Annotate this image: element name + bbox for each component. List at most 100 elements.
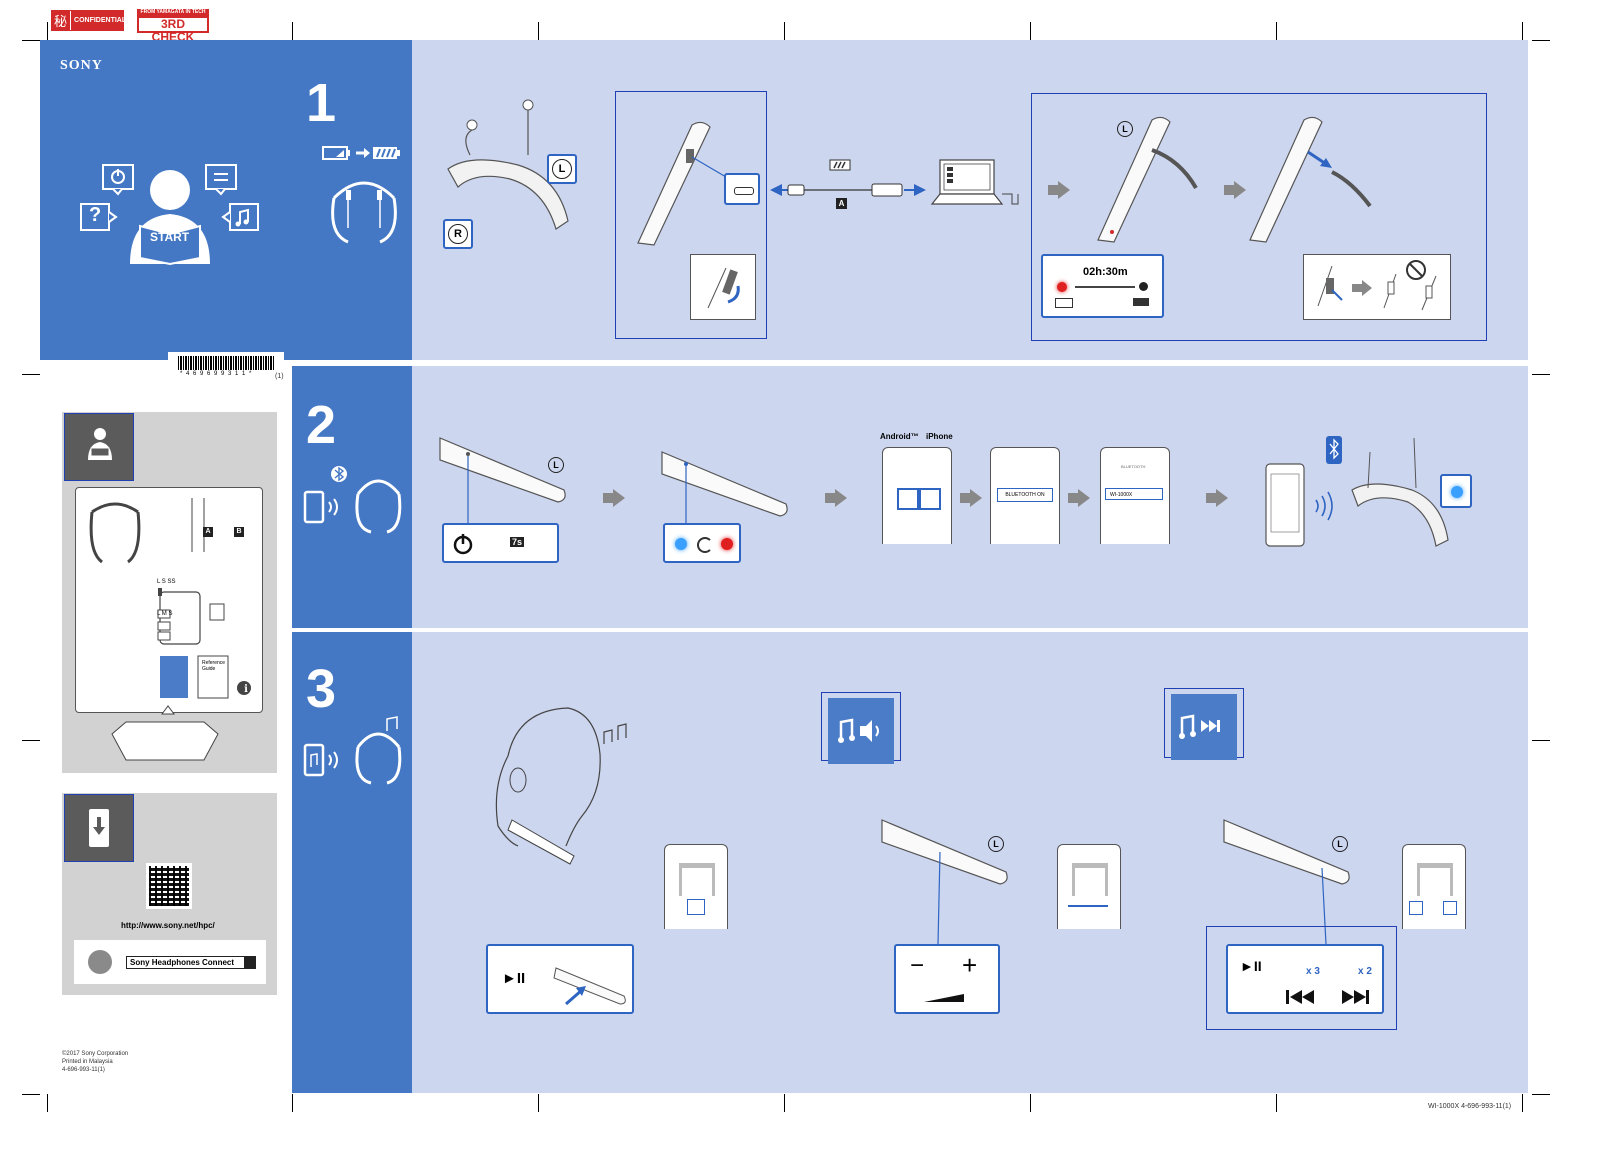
next-button-screen[interactable] — [1443, 901, 1457, 915]
press-three-times: x 3 — [1306, 966, 1320, 977]
music-note-icon-2 — [1072, 863, 1108, 896]
crop-mark — [1030, 1094, 1031, 1112]
music-note-icon-3 — [1417, 863, 1453, 896]
contents-badge — [64, 413, 134, 481]
gray-arrow-2 — [1224, 181, 1246, 199]
question-icon-label: ? — [89, 204, 102, 226]
info-icon: i — [244, 684, 248, 695]
charge-battery-icon — [322, 146, 400, 160]
usb-port-icon — [734, 187, 754, 195]
connected-illustration — [1265, 436, 1449, 547]
crop-mark — [784, 1094, 785, 1112]
play-button-screen[interactable] — [687, 899, 705, 915]
phone-settings-screen — [882, 447, 952, 544]
track-feature-icon — [1171, 694, 1237, 760]
usb-port-callout — [724, 173, 760, 205]
music-skip-icon — [1179, 714, 1220, 739]
step1-number: 1 — [306, 73, 337, 133]
laptop-icon — [930, 159, 1019, 205]
contents-illustration — [89, 498, 251, 761]
check-stamp-top: FROM YAMAGATA IN TECH — [137, 9, 209, 16]
charge-time-callout: 02h:30m — [1041, 254, 1164, 318]
settings-gear-icon — [897, 488, 919, 510]
volume-plus-label: + — [962, 950, 978, 980]
crop-mark — [1532, 1094, 1550, 1095]
volume-slider-screen[interactable] — [1068, 905, 1108, 907]
bluetooth-toggle[interactable]: BLUETOOTH ON — [997, 488, 1053, 502]
app-search-field[interactable]: Sony Headphones Connect — [126, 956, 256, 969]
crop-mark — [784, 22, 785, 40]
led-blink-callout — [663, 523, 741, 563]
left-marker-badge-2: L — [548, 457, 564, 473]
gray-arrow-4 — [825, 489, 847, 507]
music-note-icon — [679, 863, 715, 896]
right-marker-callout: R — [443, 219, 473, 249]
left-marker-label: L — [552, 159, 572, 179]
bottom-right-code: WI-1000X 4-696-993-11(1) — [1428, 1103, 1512, 1110]
crop-mark — [47, 22, 48, 40]
footer-code: 4-696-993-11(1) — [62, 1067, 105, 1073]
iphone-label: iPhone — [926, 432, 953, 441]
cable-insert-inset — [690, 254, 756, 320]
power-button-illustration — [439, 437, 566, 524]
step2-number: 2 — [306, 395, 337, 455]
player-screen-1 — [664, 844, 728, 929]
gray-arrow-5 — [960, 489, 982, 507]
phone-music-icon — [303, 716, 402, 785]
crop-mark — [22, 374, 40, 375]
gray-arrow-1 — [1048, 181, 1070, 199]
barcode-digits: * 4 6 9 6 9 9 3 1 1 * — [180, 371, 253, 377]
model-label: WI-1000X — [60, 374, 96, 383]
headphone-illustration — [447, 99, 569, 230]
device-name-item[interactable]: WI-1000X — [1105, 488, 1163, 500]
left-marker-badge-3: L — [988, 836, 1004, 852]
left-marker-badge-4: L — [1332, 836, 1348, 852]
track-skip-frame — [1206, 926, 1397, 1030]
size-labels-top: L S SS — [157, 579, 176, 585]
press-twice: x 2 — [1358, 966, 1372, 977]
crop-mark — [47, 1094, 48, 1112]
cable-insert-arrow — [707, 267, 740, 309]
right-marker-label: R — [448, 224, 468, 244]
size-labels-bottom: L M S — [157, 611, 173, 617]
phone-bluetooth-icon — [303, 466, 402, 534]
cable-a-label: A — [203, 527, 213, 537]
player-screen-2 — [1057, 844, 1121, 929]
play-button-callout: ►II — [486, 944, 634, 1014]
confidential-icon: 秘 — [51, 11, 72, 30]
prev-button-screen[interactable] — [1409, 901, 1423, 915]
start-label: START — [150, 230, 190, 244]
previous-track-icon — [1286, 990, 1314, 1004]
connected-blue-led — [1451, 486, 1463, 498]
phone-download-icon — [89, 809, 109, 847]
track-skip-callout: ►II x 3 x 2 — [1226, 944, 1384, 1014]
app-url[interactable]: http://www.sony.net/hpc/ — [121, 921, 215, 930]
left-marker-callout: L — [547, 154, 577, 184]
barcode-bars — [178, 356, 274, 370]
play-pause-label: ►II — [502, 970, 526, 987]
app-badge — [64, 794, 134, 862]
volume-minus-label: − — [910, 952, 925, 979]
ios-settings-icon — [919, 488, 941, 510]
reference-guide-label: Reference Guide — [202, 660, 226, 672]
bluetooth-screen-title: BLUETOOTH — [1121, 464, 1146, 469]
charge-arrow — [1075, 286, 1135, 288]
qr-code — [146, 863, 192, 909]
phone-device-list-screen: BLUETOOTH WI-1000X — [1100, 447, 1170, 544]
confidential-stamp: 秘 CONFIDENTIAL — [51, 10, 126, 31]
crop-mark — [1030, 22, 1031, 40]
person-reading-icon — [88, 428, 112, 460]
barcode-suffix: (1) — [275, 373, 284, 380]
crop-mark — [1532, 740, 1550, 741]
charging-headphone-illustration — [1097, 116, 1198, 243]
step3-band — [292, 632, 412, 1093]
red-led-icon — [721, 538, 733, 550]
charge-red-led — [1057, 282, 1067, 292]
crop-mark — [22, 740, 40, 741]
qr-pattern — [149, 866, 189, 906]
search-icon[interactable] — [244, 957, 255, 968]
android-label: Android™ — [880, 432, 919, 441]
track-button-illustration — [1223, 819, 1350, 945]
usb-port-frame — [615, 91, 767, 339]
app-name-label: Sony Headphones Connect — [130, 958, 235, 967]
